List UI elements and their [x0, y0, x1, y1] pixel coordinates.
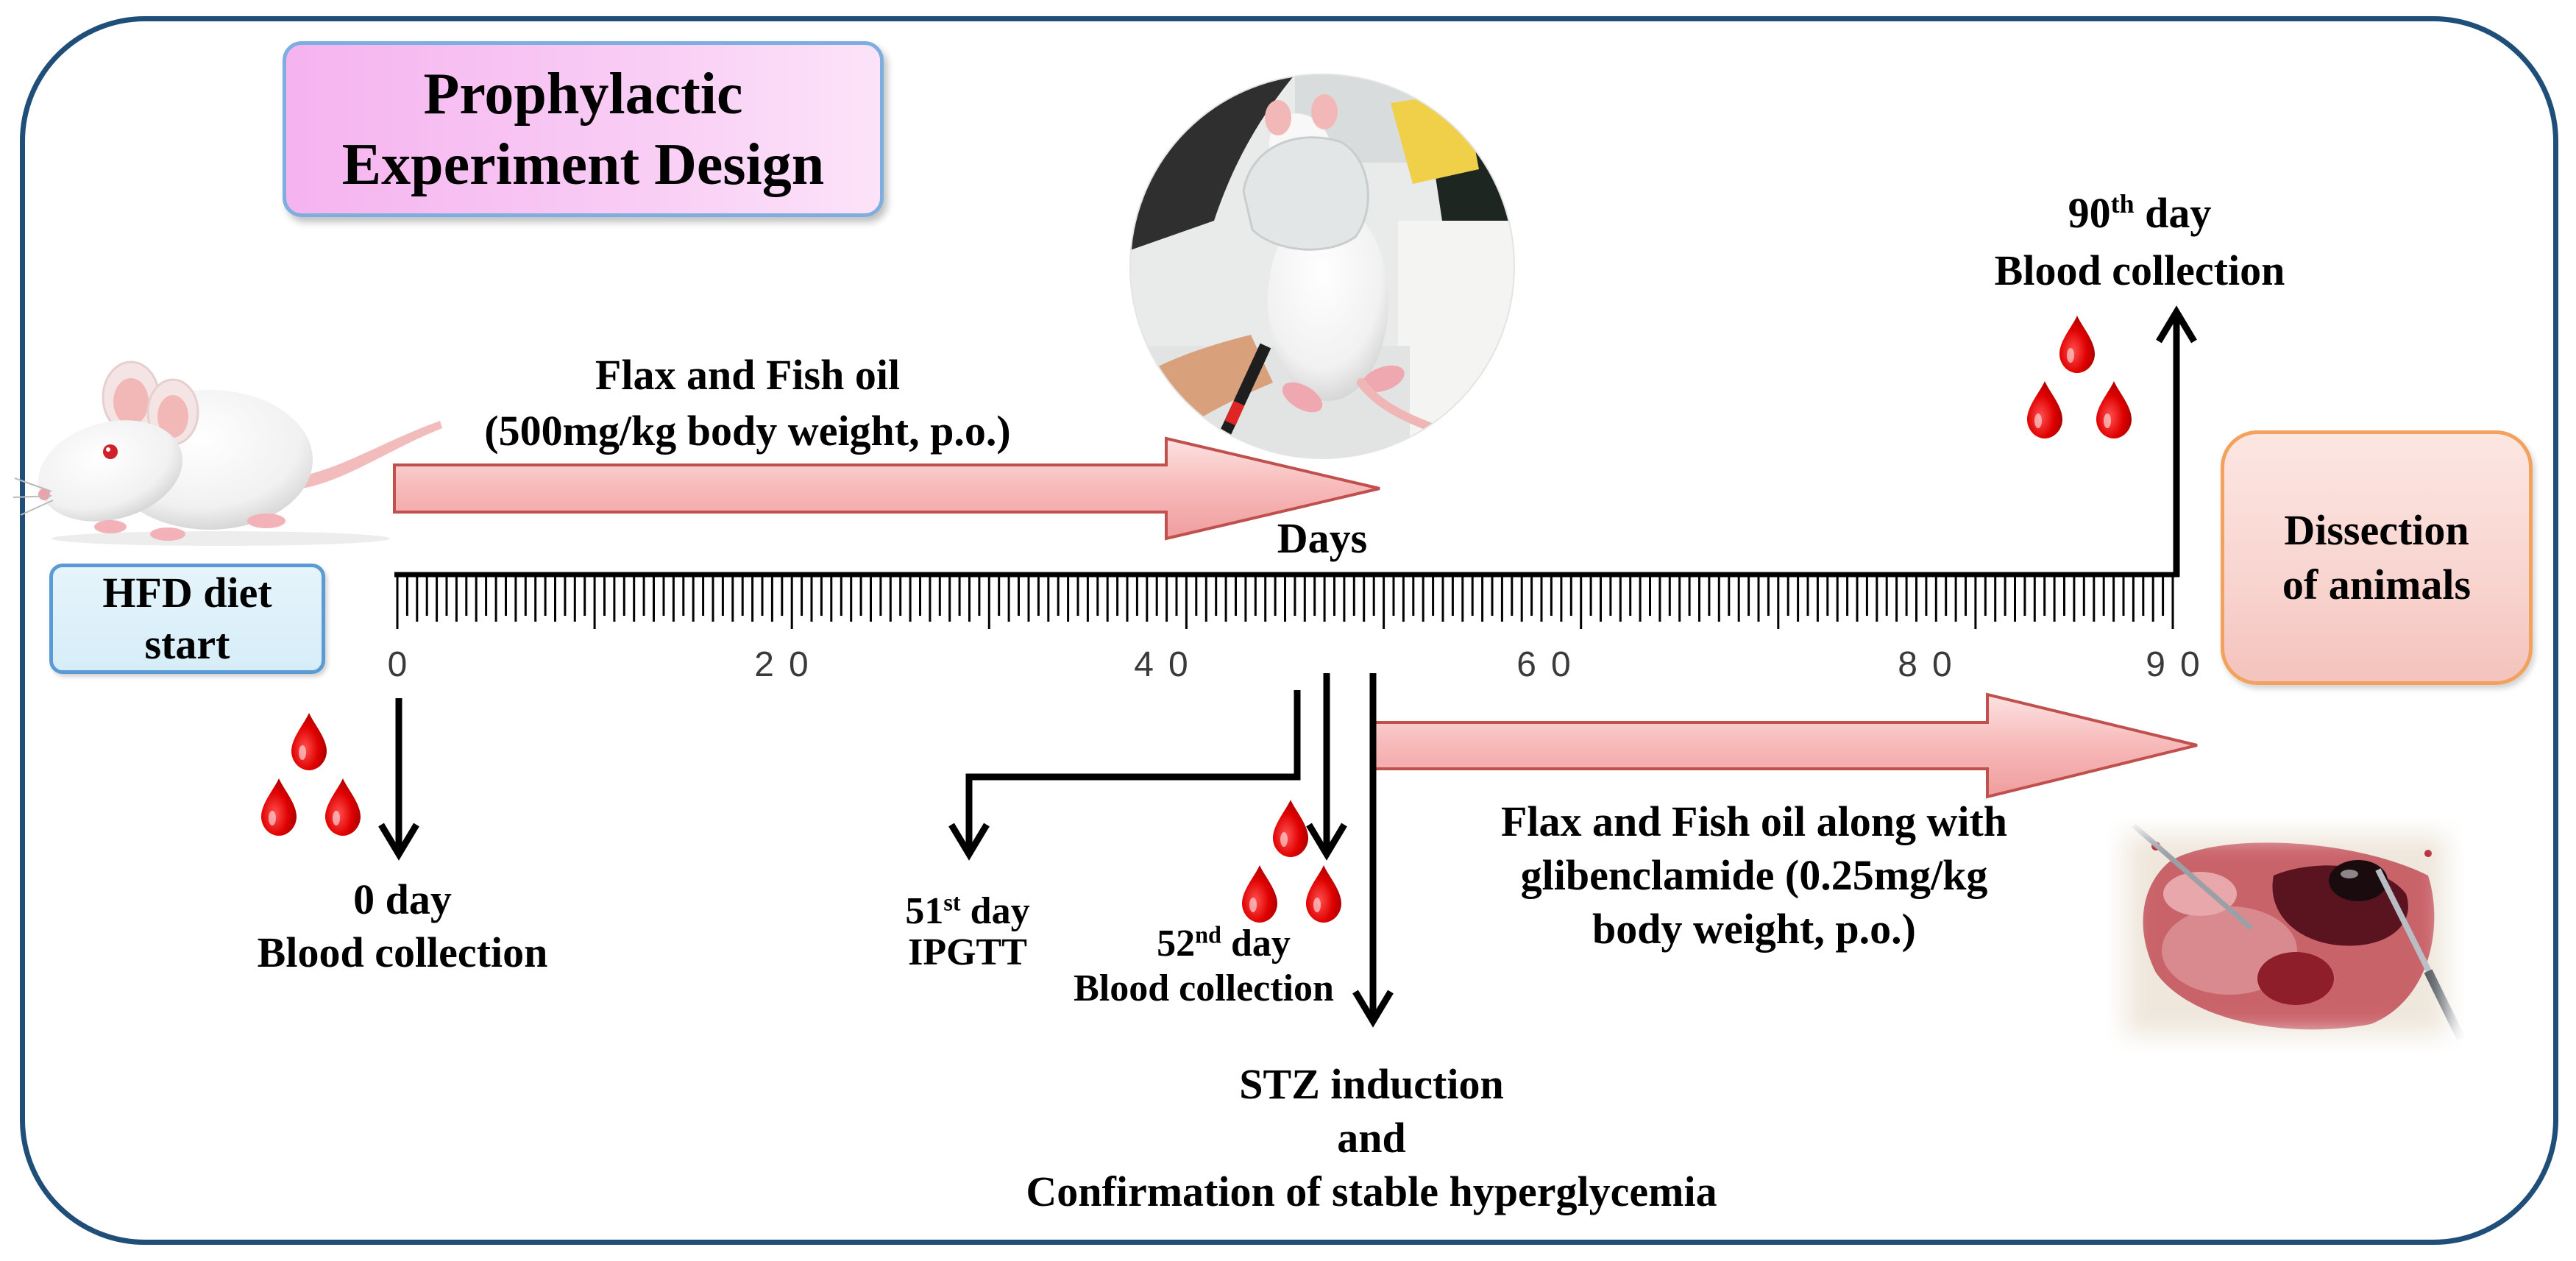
blood-drop-icon: [2096, 381, 2132, 438]
timeline-ruler: [394, 572, 2179, 629]
blood-drop-icon: [291, 713, 327, 770]
event-label-day0: 0 day Blood collection: [182, 873, 623, 979]
event-stz-line-2: and: [1337, 1114, 1406, 1162]
day-ordinal-suffix: th: [2110, 189, 2135, 219]
tick-label: 20: [754, 645, 823, 684]
event-day0-line-2: Blood collection: [257, 928, 548, 976]
event-day52-line-1: 52nd day: [1076, 922, 1371, 966]
blood-drop-icon: [325, 778, 361, 836]
title-line-1: Prophylactic: [423, 61, 743, 127]
blood-drops-day90: [2027, 316, 2132, 438]
end-box: Dissection of animals: [2221, 430, 2533, 685]
event-arrow-stz: [1352, 673, 1394, 1028]
day-word: day: [2145, 189, 2212, 237]
dissection-photo: [2107, 818, 2466, 1051]
event-day90-line-2: Blood collection: [1994, 246, 2285, 294]
dosing-arrow-phase1: [393, 436, 1380, 541]
event-label-day90: 90th day Blood collection: [1919, 185, 2360, 299]
event-day51-line-1: 51st day: [820, 889, 1115, 932]
treatment-phase1-label: Flax and Fish oil (500mg/kg body weight,…: [416, 347, 1079, 459]
photo-border: [1129, 74, 1515, 459]
event-day90-line-1: 90th day: [1919, 185, 2360, 242]
treatment-phase2-label: Flax and Fish oil along with glibenclami…: [1423, 795, 2085, 956]
start-box-line-1: HFD diet: [102, 569, 272, 617]
day-word: day: [1230, 923, 1291, 965]
day-ordinal-suffix: nd: [1195, 921, 1221, 948]
event-stz-line-3: Confirmation of stable hyperglycemia: [1026, 1168, 1717, 1215]
event-label-day51: 51st day IPGTT: [820, 889, 1115, 973]
event-arrow-day52: [1306, 673, 1347, 861]
dosing-arrow-phase2: [1372, 692, 2198, 799]
blood-drops-day0: [261, 713, 361, 836]
tick-label: 90: [2146, 645, 2215, 684]
treatment-phase1-line-1: Flax and Fish oil: [595, 351, 901, 399]
tick-label: 80: [1898, 645, 1967, 684]
event-label-stz: STZ induction and Confirmation of stable…: [930, 1057, 1813, 1218]
day-word: day: [970, 890, 1030, 932]
event-day52-line-2: Blood collection: [1074, 967, 1334, 1009]
blood-drop-icon: [2059, 316, 2095, 373]
blood-drop-icon: [2027, 381, 2062, 438]
day-ordinal-suffix: st: [943, 889, 961, 916]
blood-drop-icon: [1273, 800, 1308, 857]
day-number: 52: [1157, 923, 1196, 965]
treatment-phase1-line-2: (500mg/kg body weight, p.o.): [484, 407, 1011, 455]
end-box-line-1: Dissection: [2284, 506, 2469, 554]
diagram-frame: [20, 16, 2558, 1245]
timeline-axis-label: Days: [1277, 514, 1368, 562]
blood-drop-icon: [1306, 865, 1341, 923]
blood-drop-icon: [1242, 865, 1277, 923]
start-box-line-2: start: [144, 620, 230, 668]
end-box-line-2: of animals: [2282, 561, 2472, 608]
event-day0-line-1: 0 day: [353, 875, 452, 923]
tick-label: 0: [387, 645, 422, 684]
tick-label: 40: [1134, 645, 1203, 684]
mouse-handling-photo: [1130, 74, 1514, 458]
tick-label: 60: [1516, 645, 1586, 684]
start-box: HFD diet start: [49, 564, 325, 674]
event-day51-line-2: IPGTT: [908, 931, 1027, 973]
day-number: 90: [2068, 189, 2111, 237]
event-stz-line-1: STZ induction: [1239, 1060, 1504, 1108]
treatment-phase2-line-1: Flax and Fish oil along with: [1500, 798, 2008, 845]
blood-drop-icon: [261, 778, 297, 836]
day-number: 51: [905, 890, 944, 932]
title-box: Prophylactic Experiment Design: [283, 41, 884, 217]
treatment-phase2-line-2: glibenclamide (0.25mg/kg: [1520, 851, 1988, 899]
treatment-phase2-line-3: body weight, p.o.): [1592, 905, 1916, 953]
event-arrow-day90: [2156, 305, 2197, 577]
mouse-icon: [13, 360, 442, 546]
event-arrow-day51: [948, 690, 1301, 861]
event-arrow-day0: [378, 698, 419, 861]
title-line-2: Experiment Design: [341, 132, 825, 197]
